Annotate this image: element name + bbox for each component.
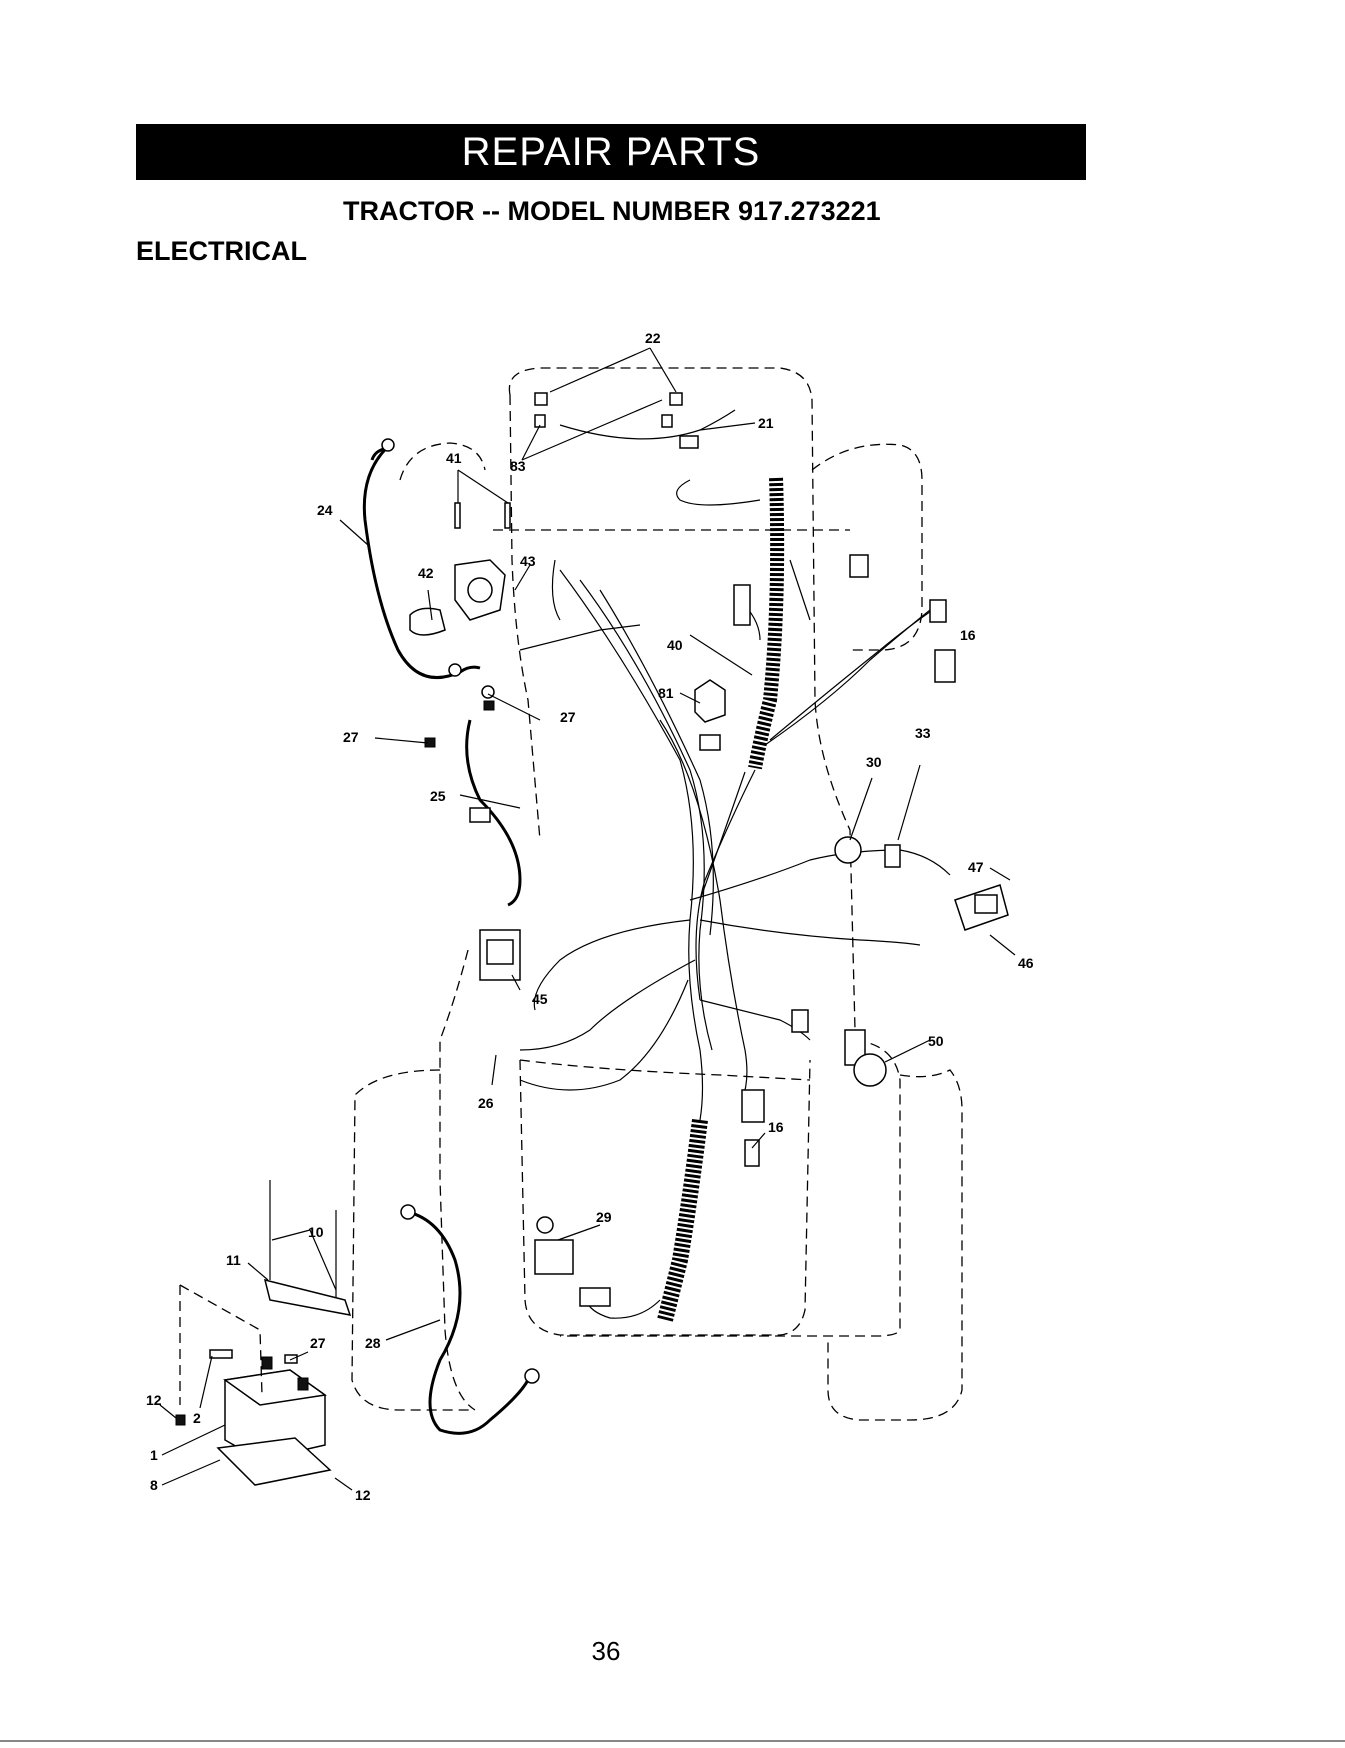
callout-41: 41 (446, 450, 462, 466)
callout-43: 43 (520, 553, 536, 569)
callout-47: 47 (968, 859, 984, 875)
callout-1: 1 (150, 1447, 158, 1463)
callout-11: 11 (226, 1252, 241, 1268)
leader-lines (160, 348, 1015, 1490)
callout-27-battery: 27 (310, 1335, 326, 1351)
callout-16-upper: 16 (960, 627, 976, 643)
page-number: 36 (0, 1636, 1212, 1667)
callout-27-center: 27 (560, 709, 576, 725)
bottom-rule (0, 1740, 1345, 1742)
callout-10: 10 (308, 1224, 324, 1240)
callout-2: 2 (193, 1410, 201, 1426)
parts (176, 393, 1008, 1485)
tractor-outline (352, 368, 962, 1420)
callout-81: 81 (658, 685, 674, 701)
callout-50: 50 (928, 1033, 944, 1049)
callout-30: 30 (866, 754, 882, 770)
callout-46: 46 (1018, 955, 1034, 971)
callout-29: 29 (596, 1209, 612, 1225)
callout-21: 21 (758, 415, 774, 431)
callout-40: 40 (667, 637, 683, 653)
callout-25: 25 (430, 788, 446, 804)
callout-12-right: 12 (355, 1487, 371, 1503)
callout-12-left: 12 (146, 1392, 162, 1408)
callout-27-left: 27 (343, 729, 359, 745)
callout-83: 83 (510, 458, 526, 474)
callout-24: 24 (317, 502, 333, 518)
callout-26: 26 (478, 1095, 494, 1111)
callout-28: 28 (365, 1335, 381, 1351)
callout-33: 33 (915, 725, 931, 741)
callout-8: 8 (150, 1477, 158, 1493)
callout-22: 22 (645, 330, 661, 346)
callout-16-lower: 16 (768, 1119, 784, 1135)
callout-42: 42 (418, 565, 434, 581)
callout-45: 45 (532, 991, 548, 1007)
